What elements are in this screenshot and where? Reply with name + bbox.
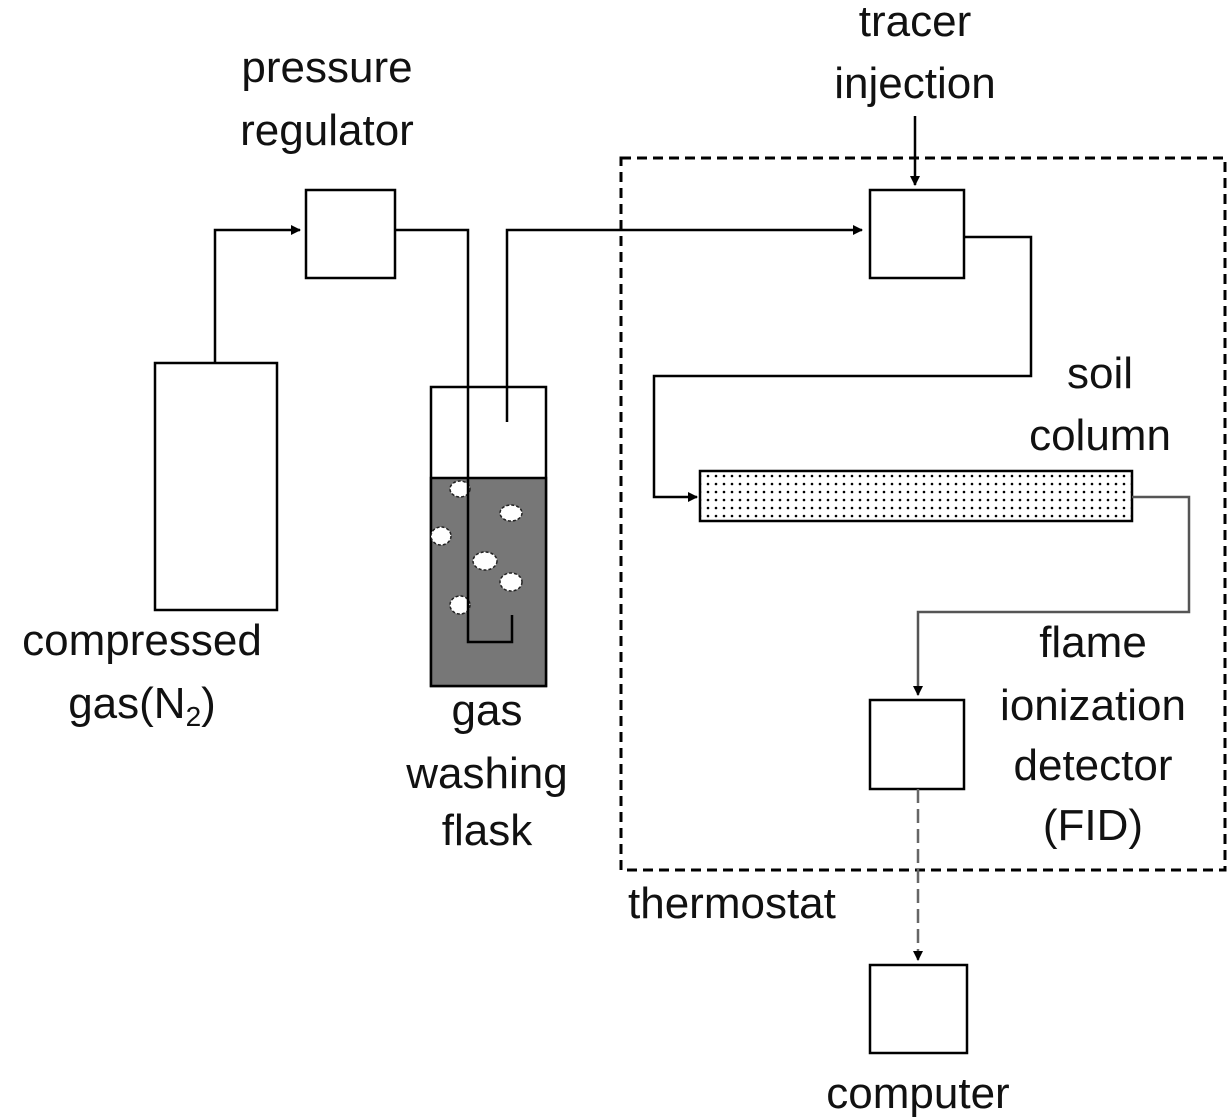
bubble — [430, 526, 452, 546]
bubble — [449, 595, 471, 615]
computer-box — [868, 963, 969, 1055]
label-compressed: compressed — [22, 616, 262, 665]
compressed-gas-cylinder — [153, 361, 279, 612]
label-computer: computer — [826, 1069, 1009, 1118]
label-fid: (FID) — [1043, 801, 1143, 850]
label-tracer: tracer — [859, 0, 971, 46]
label-gas-n2: gas(N2) — [68, 679, 216, 732]
label-thermostat: thermostat — [628, 879, 836, 928]
bubble — [472, 551, 498, 571]
thermostat-enclosure — [619, 156, 1227, 872]
label-washing: washing — [405, 749, 567, 798]
label-flask: flask — [442, 806, 533, 855]
line-injection-to-column — [652, 235, 1033, 502]
label-soil: soil — [1067, 349, 1133, 398]
bubble — [499, 572, 523, 592]
line-flask-to-injection — [505, 225, 863, 422]
line-cylinder-to-regulator — [213, 225, 301, 363]
soil-column — [698, 469, 1134, 523]
label-injection: injection — [834, 59, 995, 108]
label-pressure: pressure — [241, 43, 412, 92]
bubbles — [430, 480, 523, 615]
label-gas: gas — [452, 686, 523, 735]
pressure-regulator-box — [304, 188, 397, 280]
flask-liquid — [429, 476, 548, 688]
label-flame: flame — [1039, 618, 1147, 667]
tracer-injection-box — [868, 188, 966, 280]
label-ionization: ionization — [1000, 681, 1186, 730]
line-regulator-to-flask — [395, 228, 514, 644]
bubble — [449, 480, 471, 498]
fid-box — [868, 698, 966, 791]
label-detector: detector — [1014, 741, 1173, 790]
bubble — [499, 504, 523, 522]
label-regulator: regulator — [240, 106, 414, 155]
line-column-to-fid — [913, 495, 1191, 696]
label-column: column — [1029, 411, 1171, 460]
